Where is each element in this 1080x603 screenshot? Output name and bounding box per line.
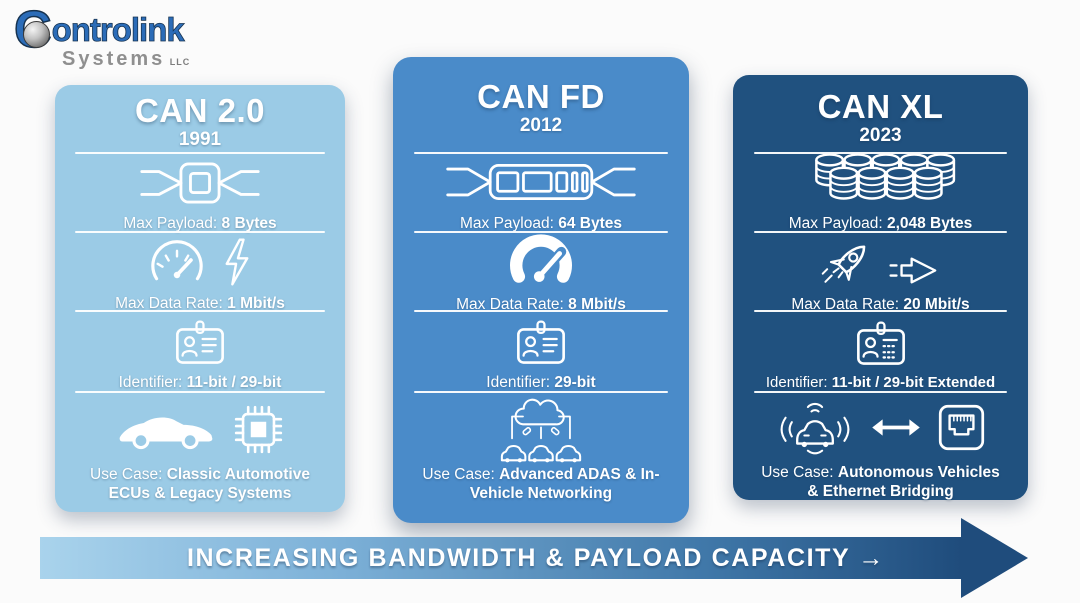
canfd-id-iconbox — [393, 317, 689, 367]
can20-identifier-section: Identifier: 11-bit / 29-bit — [55, 317, 345, 392]
canxl-usecase-section: Use Case: Autonomous Vehicles & Ethernet… — [733, 397, 1028, 502]
card-can20-title: CAN 2.0 — [134, 92, 266, 129]
divider — [413, 310, 669, 312]
divider — [413, 231, 669, 233]
canfd-payload-iconbox — [393, 158, 689, 208]
canxl-payload-label: Max Payload: 2,048 Bytes — [788, 215, 973, 232]
canfd-identifier-section: Identifier: 29-bit — [393, 317, 689, 392]
speedometer-filled-icon — [510, 234, 572, 283]
logo-sphere-icon — [23, 21, 50, 48]
can20-usecase-section: Use Case: Classic Automotive ECUs & Lega… — [55, 399, 345, 504]
logo-sub-text: Systems — [62, 48, 166, 70]
canxl-payload-iconbox — [733, 153, 1028, 208]
canfd-usecase-iconbox — [393, 398, 689, 463]
card-can-xl: CAN XL 2023 Max Payload: 2,048 Bytes — [733, 75, 1028, 500]
card-can-fd: CAN FD 2012 Max Payload: 64 Bytes — [393, 57, 689, 523]
can20-payload-iconbox — [55, 158, 345, 208]
divider — [753, 231, 1008, 233]
bandwidth-arrow-banner: INCREASING BANDWIDTH & PAYLOAD CAPACITY … — [40, 537, 962, 579]
logo-brand-line: Controlink — [13, 3, 234, 57]
company-logo: Controlink Systems LLC — [13, 3, 234, 71]
canfd-rate-label: Max Data Rate: 8 Mbit/s — [456, 296, 626, 313]
can20-id-label: Identifier: 11-bit / 29-bit — [118, 374, 282, 391]
canfd-id-label: Identifier: 29-bit — [486, 374, 596, 391]
data-stacks-icon — [814, 153, 955, 200]
speedometer-icon — [151, 240, 203, 281]
id-badge-icon — [517, 320, 565, 364]
id-badge-icon — [176, 320, 224, 364]
microchip-icon — [234, 405, 282, 453]
fast-forward-arrow-icon — [888, 257, 936, 284]
canxl-payload-section: Max Payload: 2,048 Bytes — [733, 153, 1028, 233]
card-canfd-title: CAN FD — [477, 78, 605, 115]
cloud-connected-cars-icon — [500, 398, 582, 463]
canfd-rate-iconbox — [393, 234, 689, 289]
can20-rate-iconbox — [55, 238, 345, 288]
canxl-identifier-section: Identifier: 11-bit / 29-bit Extended — [733, 318, 1028, 393]
small-frame-icon — [140, 162, 260, 204]
divider — [753, 310, 1008, 312]
divider — [753, 391, 1008, 393]
can20-rate-section: Max Data Rate: 1 Mbit/s — [55, 238, 345, 313]
logo-initial: C — [13, 3, 52, 57]
long-frame-icon — [446, 163, 636, 201]
card-canxl-year: 2023 — [859, 124, 902, 146]
arrow-head — [961, 518, 1028, 598]
divider — [75, 152, 325, 154]
canxl-usecase-iconbox — [733, 397, 1028, 457]
divider — [75, 391, 325, 393]
canfd-usecase-section: Use Case: Advanced ADAS & In-Vehicle Net… — [393, 398, 689, 504]
logo-brand-rest: ontrolink — [51, 11, 185, 48]
double-arrow-icon — [872, 418, 920, 436]
rocket-icon — [821, 245, 865, 283]
logo-sub-line: Systems LLC — [62, 48, 234, 71]
divider — [413, 391, 669, 393]
divider — [75, 310, 325, 312]
id-badge-extended-icon — [856, 321, 905, 365]
divider — [413, 152, 669, 154]
can20-usecase-label: Use Case: Classic Automotive ECUs & Lega… — [90, 466, 310, 503]
card-canxl-title: CAN XL — [817, 88, 944, 125]
canxl-id-iconbox — [733, 318, 1028, 368]
card-canxl-header: CAN XL 2023 — [733, 89, 1028, 147]
can20-usecase-iconbox — [55, 399, 345, 459]
classic-car-icon — [119, 417, 212, 449]
lightning-bolt-icon — [225, 238, 249, 286]
canxl-usecase-label: Use Case: Autonomous Vehicles & Ethernet… — [761, 464, 1000, 501]
autonomous-car-icon — [780, 402, 850, 454]
card-can-2-0: CAN 2.0 1991 Max Payload: 8 Bytes — [55, 85, 345, 512]
canfd-rate-section: Max Data Rate: 8 Mbit/s — [393, 234, 689, 314]
card-can20-year: 1991 — [178, 128, 222, 150]
can20-payload-label: Max Payload: 8 Bytes — [123, 215, 277, 232]
canxl-rate-label: Max Data Rate: 20 Mbit/s — [791, 296, 970, 313]
canfd-payload-section: Max Payload: 64 Bytes — [393, 158, 689, 233]
canfd-payload-label: Max Payload: 64 Bytes — [460, 215, 622, 232]
card-can20-header: CAN 2.0 1991 — [55, 93, 345, 151]
canfd-usecase-label: Use Case: Advanced ADAS & In-Vehicle Net… — [422, 466, 660, 503]
card-canfd-year: 2012 — [519, 114, 563, 136]
can20-rate-label: Max Data Rate: 1 Mbit/s — [115, 295, 285, 312]
ethernet-port-icon — [938, 404, 985, 450]
canxl-rate-iconbox — [733, 239, 1028, 289]
canxl-rate-section: Max Data Rate: 20 Mbit/s — [733, 239, 1028, 314]
canxl-id-label: Identifier: 11-bit / 29-bit Extended — [765, 374, 996, 391]
divider — [75, 231, 325, 233]
divider — [753, 152, 1008, 154]
card-canfd-header: CAN FD 2012 — [393, 79, 689, 137]
can20-id-iconbox — [55, 317, 345, 367]
can20-payload-section: Max Payload: 8 Bytes — [55, 158, 345, 233]
banner-text: INCREASING BANDWIDTH & PAYLOAD CAPACITY … — [186, 543, 886, 572]
logo-suffix-text: LLC — [169, 57, 191, 67]
